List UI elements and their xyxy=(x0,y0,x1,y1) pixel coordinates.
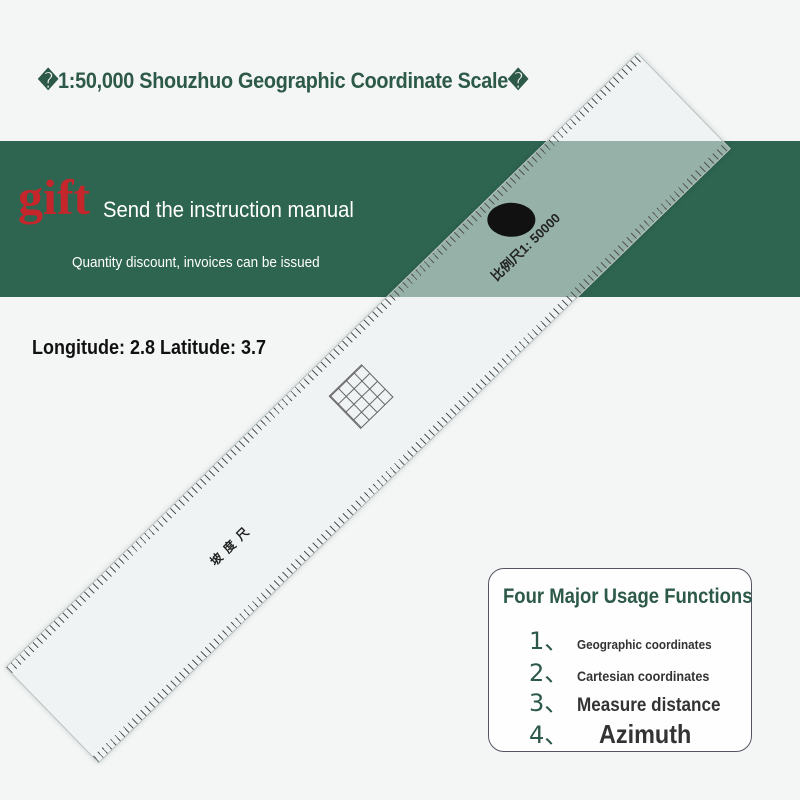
function-item: 1、Geographic coordinates xyxy=(529,627,712,655)
functions-card: Four Major Usage Functions 1、Geographic … xyxy=(488,568,753,752)
manual-text: Send the instruction manual xyxy=(103,197,354,222)
function-item: 4、Azimuth xyxy=(529,719,692,749)
function-item: 3、Measure distance xyxy=(529,689,721,717)
coordinate-grid xyxy=(328,364,394,430)
discount-text: Quantity discount, invoices can be issue… xyxy=(72,254,320,271)
gift-label: gift xyxy=(18,169,91,225)
card-heading: Four Major Usage Functions xyxy=(503,585,753,608)
coordinates-text: Longitude: 2.8 Latitude: 3.7 xyxy=(32,337,267,359)
slope-label: 坡度尺 xyxy=(207,520,256,569)
function-item: 2、Cartesian coordinates xyxy=(529,659,710,687)
page-title: �1:50,000 Shouzhuo Geographic Coordinate… xyxy=(38,68,529,93)
